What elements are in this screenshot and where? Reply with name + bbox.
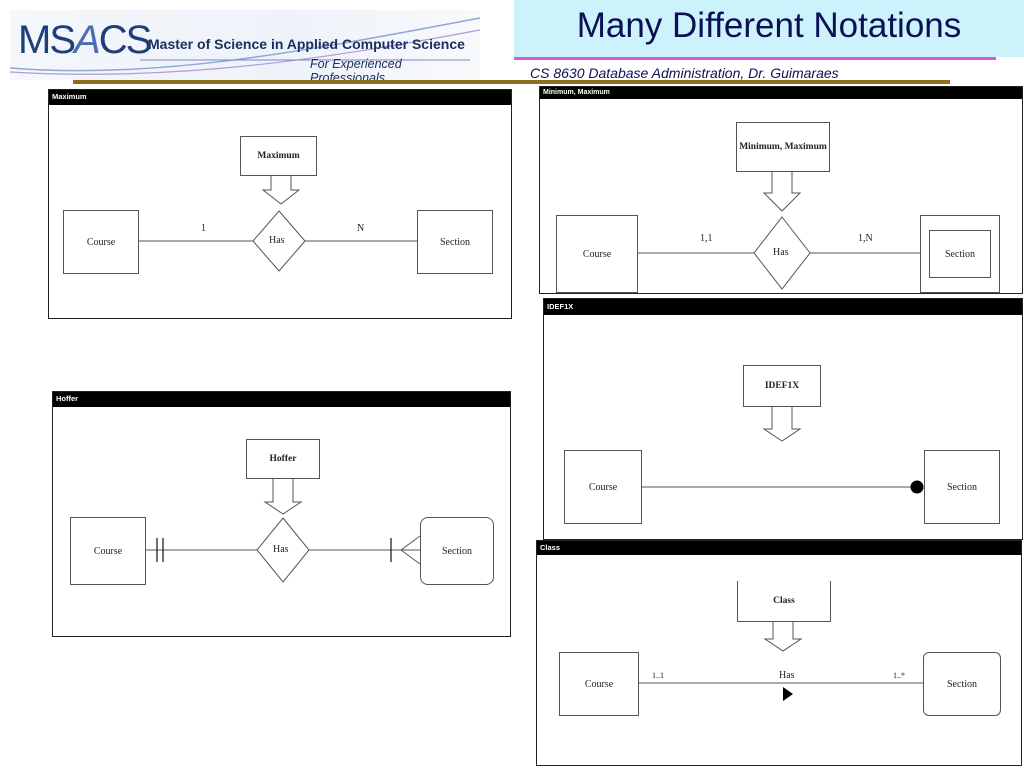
- entity-section: Section: [924, 450, 1000, 524]
- callout-box: Minimum, Maximum: [736, 122, 830, 172]
- entity-course: Course: [559, 652, 639, 716]
- direction-arrow-icon: [783, 687, 793, 701]
- panel-class: Class Class Course Section Has 1..1 1..*: [536, 540, 1022, 766]
- entity-section: Section: [923, 652, 1001, 716]
- entity-section: Section: [420, 517, 494, 585]
- msacs-logo: MSACS Master of Science in Applied Compu…: [10, 10, 480, 80]
- panel-header: IDEF1X: [544, 299, 1022, 315]
- callout-box: Class: [737, 581, 831, 622]
- logo-swoosh: [10, 17, 480, 75]
- idef1x-diagram-lines: [640, 405, 924, 494]
- left-cardinality: 1,1: [700, 233, 713, 244]
- right-cardinality: 1,N: [858, 233, 873, 244]
- panel-header: Minimum, Maximum: [540, 87, 1022, 99]
- class-diagram-lines: [637, 621, 923, 701]
- entity-course: Course: [70, 517, 146, 585]
- left-cardinality: 1: [201, 223, 206, 234]
- entity-course: Course: [63, 210, 139, 274]
- logo-program-name: Master of Science in Applied Computer Sc…: [148, 36, 465, 52]
- entity-section-inner: Section: [929, 230, 991, 278]
- many-dot-icon: [910, 480, 924, 494]
- callout-box: Hoffer: [246, 439, 320, 479]
- title-underline: [514, 57, 996, 60]
- logo-tagline: For Experienced Professionals: [310, 57, 402, 80]
- relationship-label: Has: [273, 544, 289, 555]
- relationship-label: Has: [773, 247, 789, 258]
- panel-header: Hoffer: [53, 392, 510, 407]
- callout-box: Maximum: [240, 136, 317, 176]
- slide-title: Many Different Notations: [576, 6, 962, 45]
- callout-box: IDEF1X: [743, 365, 821, 407]
- entity-course: Course: [564, 450, 642, 524]
- maximum-diagram-lines: [138, 175, 418, 272]
- relationship-label: Has: [269, 235, 285, 246]
- right-cardinality: N: [357, 223, 365, 234]
- panel-header: Maximum: [49, 90, 511, 105]
- header-divider: [73, 80, 950, 84]
- logo-acronym: MSACS: [18, 18, 152, 62]
- panel-idef1x: IDEF1X IDEF1X Course Section: [543, 298, 1023, 540]
- panel-header: Class: [537, 541, 1021, 555]
- course-subtitle: CS 8630 Database Administration, Dr. Gui…: [530, 65, 839, 81]
- hoffer-diagram-lines: [145, 478, 421, 583]
- title-background: [514, 0, 1024, 57]
- entity-section: Section: [417, 210, 493, 274]
- right-cardinality: 1..*: [893, 671, 905, 680]
- entity-section-outer: Section: [920, 215, 1000, 293]
- entity-course: Course: [556, 215, 638, 293]
- left-cardinality: 1..1: [652, 671, 664, 680]
- relationship-label: Has: [779, 670, 795, 681]
- panel-hoffer: Hoffer Hoffer Course Section Has: [52, 391, 511, 637]
- panel-minmax: Minimum, Maximum Minimum, Maximum Course…: [539, 86, 1023, 294]
- minmax-diagram-lines: [636, 171, 920, 290]
- panel-maximum: Maximum Maximum Course Section Has 1 N: [48, 89, 512, 319]
